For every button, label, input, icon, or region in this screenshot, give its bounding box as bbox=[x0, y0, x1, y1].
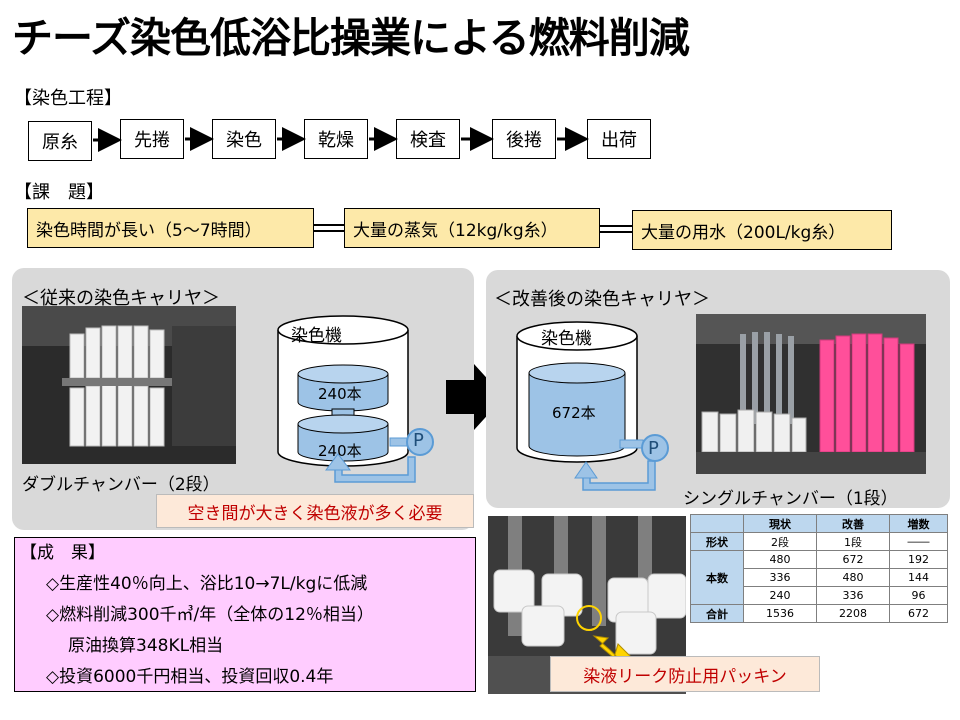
process-step-4: 乾燥 bbox=[304, 119, 368, 159]
table-header-improved: 改善 bbox=[816, 514, 891, 533]
table-header-corner bbox=[690, 514, 744, 533]
process-step-5: 検査 bbox=[396, 119, 460, 159]
results-line-2: ◇燃料削減300千㎥/年（全体の12％相当） bbox=[46, 605, 374, 625]
process-step-3: 染色 bbox=[212, 119, 276, 159]
before-machine-label: 染色機 bbox=[291, 326, 342, 346]
table-cell: ―― bbox=[889, 532, 948, 551]
table-cell: 336 bbox=[742, 568, 818, 587]
comparison-table: 現状 改善 増数 形状 2段 1段 ―― 本数 480 672 192 336 … bbox=[690, 514, 948, 623]
table-cell: 1段 bbox=[816, 532, 891, 551]
before-photo-caption: ダブルチャンバー（2段） bbox=[22, 475, 220, 495]
results-line-1: ◇生産性40％向上、浴比10→7L/kgに低減 bbox=[46, 574, 368, 594]
after-heading: ＜改善後の染色キャリヤ＞ bbox=[494, 289, 710, 310]
row-label-shape: 形状 bbox=[690, 532, 744, 551]
packing-photo bbox=[488, 516, 686, 694]
process-heading: 【染色工程】 bbox=[14, 88, 122, 109]
table-row: 形状 2段 1段 ―― bbox=[690, 532, 948, 551]
table-cell: 2段 bbox=[742, 532, 818, 551]
table-cell: 96 bbox=[889, 586, 948, 605]
process-arrows bbox=[93, 127, 589, 152]
table-cell: 480 bbox=[742, 550, 818, 569]
page-title: チーズ染色低浴比操業による燃料削減 bbox=[12, 14, 690, 62]
before-lower-count: 240本 bbox=[318, 442, 362, 460]
before-machine-diagram bbox=[277, 315, 434, 483]
single-chamber-photo bbox=[696, 314, 926, 474]
table-cell: 192 bbox=[889, 550, 948, 569]
issues-heading: 【課 題】 bbox=[14, 182, 104, 203]
process-step-2: 先捲 bbox=[120, 119, 184, 159]
table-cell: 1536 bbox=[742, 604, 818, 623]
table-row: 合計 1536 2208 672 bbox=[690, 604, 948, 623]
table-header-row: 現状 改善 増数 bbox=[690, 514, 948, 533]
table-cell: 672 bbox=[816, 550, 891, 569]
after-pump-icon: P bbox=[648, 438, 659, 459]
table-row: 336 480 144 bbox=[691, 568, 948, 587]
after-count: 672本 bbox=[552, 404, 596, 422]
before-heading: ＜従来の染色キャリヤ＞ bbox=[22, 288, 220, 309]
table-header-increase: 増数 bbox=[889, 514, 948, 533]
transition-arrow-icon bbox=[446, 364, 504, 430]
table-cell: 144 bbox=[889, 568, 948, 587]
before-note: 空き間が大きく染色液が多く必要 bbox=[156, 494, 474, 528]
after-note: 染液リーク防止用パッキン bbox=[550, 656, 820, 692]
results-line-3: 原油換算348KL相当 bbox=[68, 636, 224, 656]
table-cell: 336 bbox=[816, 586, 891, 605]
table-cell: 2208 bbox=[816, 604, 891, 623]
table-cell: 480 bbox=[816, 568, 891, 587]
results-line-4: ◇投資6000千円相当、投資回収0.4年 bbox=[46, 667, 334, 687]
process-step-1: 原糸 bbox=[28, 121, 92, 161]
results-box bbox=[14, 537, 476, 692]
issue-item-2: 大量の蒸気（12kg/kg糸） bbox=[344, 208, 600, 248]
table-row: 本数 480 672 192 bbox=[690, 550, 948, 605]
row-label-total: 合計 bbox=[690, 604, 744, 623]
after-photo-caption: シングルチャンバー（1段） bbox=[683, 489, 898, 509]
results-heading: 【成 果】 bbox=[20, 543, 105, 563]
after-machine-label: 染色機 bbox=[541, 329, 592, 349]
row-label-count: 本数 bbox=[690, 550, 744, 605]
issue-item-1: 染色時間が長い（5～7時間） bbox=[27, 208, 314, 248]
before-upper-count: 240本 bbox=[318, 385, 362, 403]
table-cell: 240 bbox=[742, 586, 818, 605]
double-chamber-photo bbox=[22, 306, 236, 464]
table-cell: 672 bbox=[889, 604, 948, 623]
issue-item-3: 大量の用水（200L/kg糸） bbox=[632, 210, 892, 250]
table-header-current: 現状 bbox=[742, 514, 818, 533]
issue-connectors bbox=[314, 224, 632, 233]
after-machine-diagram bbox=[516, 321, 669, 491]
before-pump-icon: P bbox=[413, 430, 424, 451]
